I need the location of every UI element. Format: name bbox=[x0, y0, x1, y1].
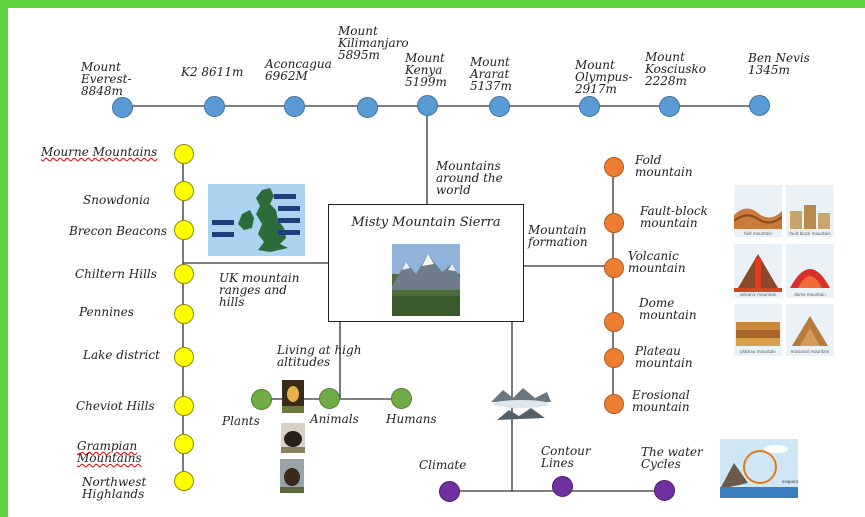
branch-label-living: Living at high altitudes bbox=[277, 343, 362, 369]
formation-dot bbox=[604, 348, 624, 368]
central-topic-title: Misty Mountain Sierra bbox=[351, 215, 501, 230]
living-dot-plants bbox=[251, 389, 272, 410]
world-mountain-dot bbox=[579, 96, 600, 117]
uk-mountain-label: Snowdonia bbox=[83, 193, 151, 207]
animal-photo bbox=[282, 380, 304, 413]
uk-mountain-dot bbox=[174, 181, 194, 201]
bottom-topic-label-climate: Climate bbox=[419, 458, 467, 472]
mind-map-canvas: Misty Mountain Sierra Mountains around t… bbox=[8, 8, 865, 517]
living-dot-animals bbox=[319, 388, 340, 409]
world-mountain-label: Mount Kenya 5199m bbox=[405, 51, 447, 89]
figure-caption: volcanic mountain bbox=[740, 292, 777, 297]
water-cycle-caption: evaporation bbox=[782, 479, 798, 484]
world-mountain-dot bbox=[204, 96, 225, 117]
figure-caption: plateau mountain bbox=[740, 349, 776, 354]
formation-dot bbox=[604, 312, 624, 332]
living-label-plants: Plants bbox=[222, 414, 260, 428]
figure-caption: dome mountain bbox=[794, 292, 826, 297]
uk-mountain-dot bbox=[174, 434, 194, 454]
formation-dot bbox=[604, 258, 624, 278]
uk-mountain-dot bbox=[174, 304, 194, 324]
branch-label-world: Mountains around the world bbox=[436, 159, 503, 197]
world-mountain-label: K2 8611m bbox=[181, 65, 244, 79]
branch-label-formation: Mountain formation bbox=[528, 223, 588, 249]
uk-mountain-label: Cheviot Hills bbox=[76, 399, 155, 413]
world-mountain-label: Mount Kilimanjaro 5895m bbox=[338, 24, 409, 62]
uk-map-thumbnail bbox=[208, 184, 305, 256]
uk-mountain-dot bbox=[174, 144, 194, 164]
formation-dot bbox=[604, 157, 624, 177]
uk-mountain-label: Brecon Beacons bbox=[69, 224, 168, 238]
world-mountain-dot bbox=[112, 97, 133, 118]
uk-mountain-dot bbox=[174, 264, 194, 284]
formation-label: Dome mountain bbox=[639, 296, 697, 322]
bottom-topic-dot-contour bbox=[552, 476, 573, 497]
world-mountain-dot bbox=[749, 95, 770, 116]
animal-photo bbox=[280, 459, 304, 493]
figure-caption: erosional mountain bbox=[791, 349, 830, 354]
formation-label: Volcanic mountain bbox=[628, 249, 686, 275]
uk-mountain-dot bbox=[174, 220, 194, 240]
uk-mountain-label: Lake district bbox=[83, 348, 160, 362]
water-cycle-figure: evaporation bbox=[720, 439, 798, 498]
uk-mountain-dot bbox=[174, 396, 194, 416]
central-topic-box: Misty Mountain Sierra bbox=[328, 204, 524, 322]
world-mountain-label: Mount Everest- 8848m bbox=[81, 60, 132, 98]
fold-mountain-figure: fold mountain bbox=[734, 185, 782, 237]
volcanic-mountain-figure: volcanic mountain bbox=[734, 244, 782, 298]
formation-dot bbox=[604, 213, 624, 233]
figure-caption: fault block mountain bbox=[789, 231, 831, 236]
world-mountain-dot bbox=[659, 96, 680, 117]
world-mountain-dot bbox=[489, 96, 510, 117]
plateau-mountain-figure: plateau mountain bbox=[734, 304, 782, 356]
fault-block-figure: fault block mountain bbox=[786, 185, 834, 237]
formation-label: Erosional mountain bbox=[632, 388, 690, 414]
animal-photo bbox=[281, 423, 305, 453]
bottom-topic-label-water: The water Cycles bbox=[641, 445, 703, 471]
uk-mountain-dot bbox=[174, 471, 194, 491]
bottom-topic-label-contour: Contour Lines bbox=[541, 444, 591, 470]
world-mountain-label: Mount Ararat 5137m bbox=[470, 55, 512, 93]
figure-caption: fold mountain bbox=[744, 231, 772, 236]
erosional-mountain-figure: erosional mountain bbox=[786, 304, 834, 356]
living-label-animals: Animals bbox=[310, 412, 359, 426]
dome-mountain-figure: dome mountain bbox=[786, 244, 834, 298]
world-mountain-dot bbox=[284, 96, 305, 117]
uk-mountain-label: Northwest Highlands bbox=[82, 475, 147, 501]
branch-label-uk: UK mountain ranges and hills bbox=[219, 271, 300, 309]
formation-label: Fault-block mountain bbox=[640, 204, 708, 230]
living-dot-humans bbox=[391, 388, 412, 409]
uk-mountain-dot bbox=[174, 347, 194, 367]
world-mountain-dot bbox=[417, 95, 438, 116]
formation-dot bbox=[604, 394, 624, 414]
bottom-topic-dot-climate bbox=[439, 481, 460, 502]
world-mountain-dot bbox=[357, 97, 378, 118]
world-mountain-label: Ben Nevis 1345m bbox=[748, 51, 810, 77]
world-mountain-label: Mount Olympus- 2917m bbox=[575, 58, 633, 96]
mountain-photo bbox=[392, 244, 460, 316]
uk-mountain-label: Grampian Mountains bbox=[77, 439, 142, 465]
uk-mountain-label: Chiltern Hills bbox=[75, 267, 157, 281]
world-mountain-label: Mount Kosciusko 2228m bbox=[645, 50, 706, 88]
living-label-humans: Humans bbox=[386, 412, 437, 426]
formation-label: Fold mountain bbox=[635, 153, 693, 179]
world-mountain-label: Aconcagua 6962M bbox=[265, 57, 332, 83]
contour-lines-image bbox=[489, 382, 553, 426]
formation-label: Plateau mountain bbox=[635, 344, 693, 370]
uk-mountain-label: Mourne Mountains bbox=[41, 145, 158, 159]
uk-mountain-label: Pennines bbox=[79, 305, 134, 319]
bottom-topic-dot-water bbox=[654, 480, 675, 501]
